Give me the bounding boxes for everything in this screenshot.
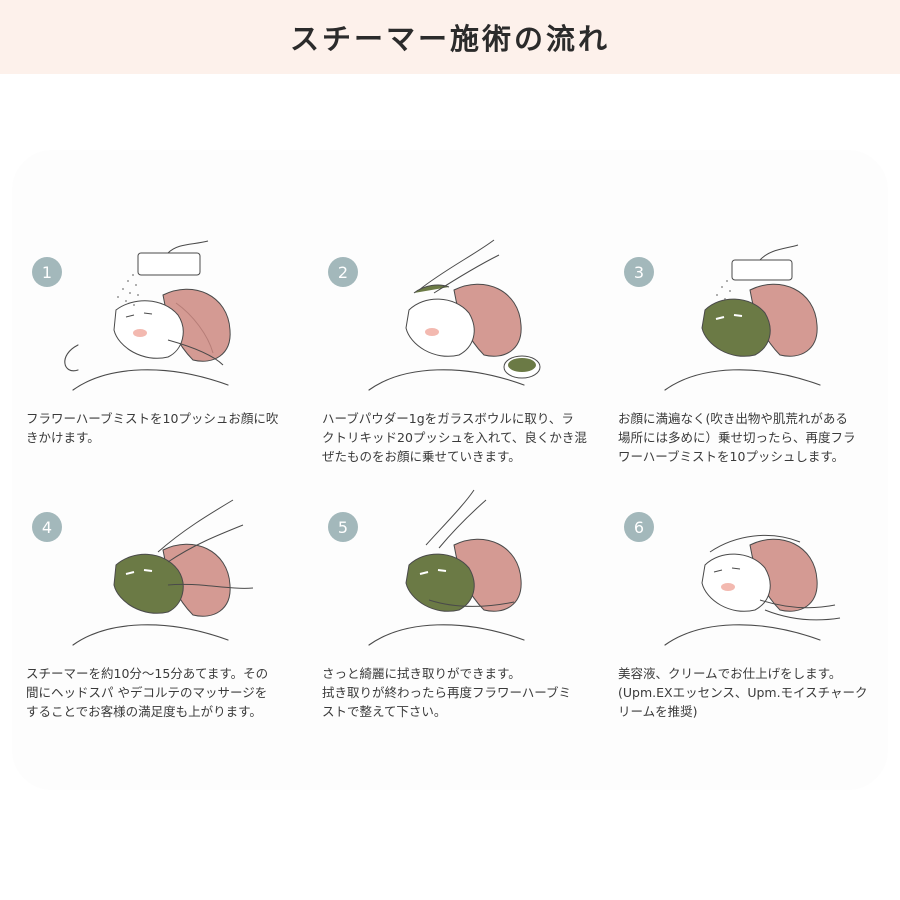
step-description: フラワーハーブミストを10プッシュお顔に吹 きかけます。 bbox=[26, 411, 279, 445]
step-description: さっと綺麗に拭き取りができます。 拭き取りが終わったら再度フラワーハーブミ スト… bbox=[322, 666, 572, 719]
step-number-badge: 6 bbox=[624, 512, 654, 542]
step-number-badge: 1 bbox=[32, 257, 62, 287]
step-number-badge: 3 bbox=[624, 257, 654, 287]
mist-spray-illustration bbox=[64, 240, 231, 391]
page-header: スチーマー施術の流れ bbox=[0, 0, 900, 74]
page-title: スチーマー施術の流れ bbox=[289, 22, 610, 56]
finish-cream-illustration bbox=[664, 534, 841, 646]
wipe-off-illustration bbox=[368, 489, 525, 646]
mask-massage-illustration bbox=[72, 499, 254, 646]
step-description: ハーブパウダー1gをガラスボウルに取り、ラ クトリキッド20プッシュを入れて、良… bbox=[322, 411, 587, 464]
apply-powder-illustration bbox=[368, 239, 541, 391]
step-number-badge: 5 bbox=[328, 512, 358, 542]
step-number-badge: 4 bbox=[32, 512, 62, 542]
step-description: スチーマーを約10分〜15分あてます。その 間にヘッドスパ やデコルテのマッサー… bbox=[26, 666, 269, 719]
step-description: 美容液、クリームでお仕上げをします。 (Upm.EXエッセンス、Upm.モイスチ… bbox=[618, 666, 868, 719]
step-description: お顔に満遍なく(吹き出物や肌荒れがある 場所には多めに）乗せ切ったら、再度フラ … bbox=[618, 411, 856, 464]
mist-on-mask-illustration bbox=[664, 244, 821, 391]
step-number-badge: 2 bbox=[328, 257, 358, 287]
